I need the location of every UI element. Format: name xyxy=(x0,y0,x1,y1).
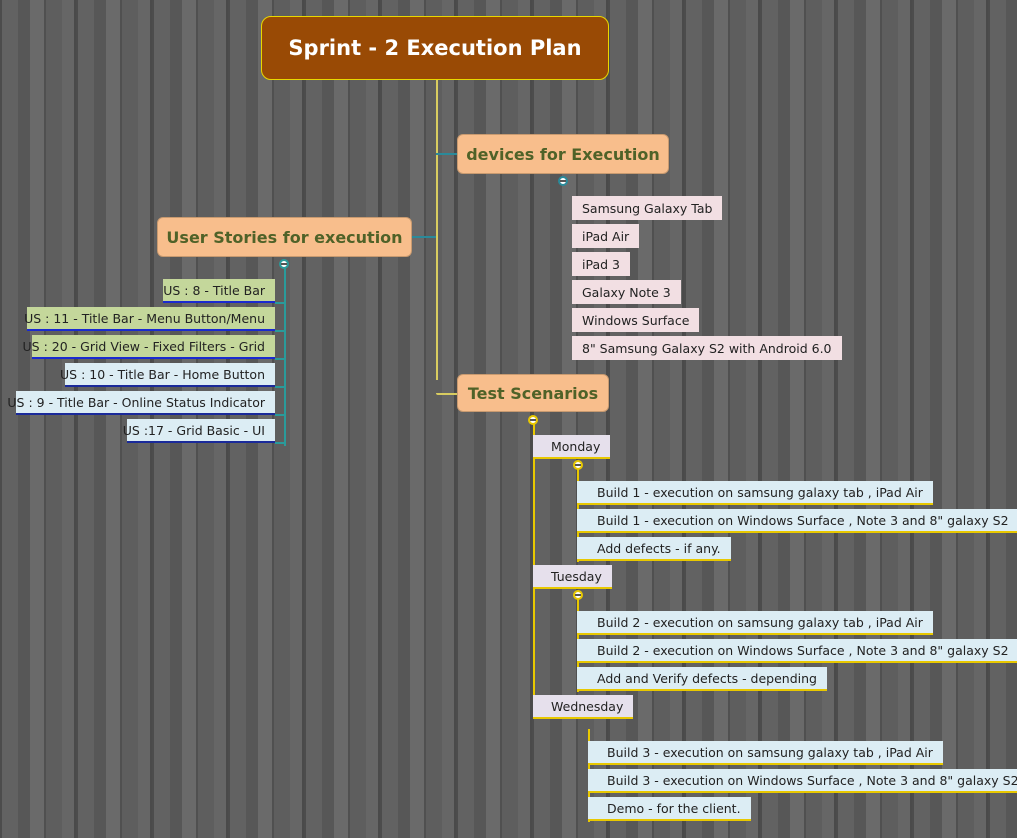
root-topic[interactable]: Sprint - 2 Execution Plan xyxy=(261,16,609,80)
task-item[interactable]: Add and Verify defects - depending xyxy=(577,667,827,691)
collapse-icon[interactable] xyxy=(279,259,289,269)
day-monday[interactable]: Monday xyxy=(533,435,611,459)
user-stories-title: User Stories for execution xyxy=(166,227,403,247)
test-scenarios-topic[interactable]: Test Scenarios xyxy=(457,374,609,412)
device-item[interactable]: 8" Samsung Galaxy S2 with Android 6.0 xyxy=(572,336,842,360)
task-item[interactable]: Demo - for the client. xyxy=(588,797,751,821)
root-spine xyxy=(436,80,438,380)
task-item[interactable]: Build 3 - execution on Windows Surface ,… xyxy=(588,769,1017,793)
connector-devices xyxy=(436,153,457,155)
user-story-item[interactable]: US : 9 - Title Bar - Online Status Indic… xyxy=(7,391,275,415)
devices-topic[interactable]: devices for Execution xyxy=(457,134,669,174)
user-stories-topic[interactable]: User Stories for execution xyxy=(157,217,412,257)
day-wednesday[interactable]: Wednesday xyxy=(533,695,634,719)
user-story-item[interactable]: US : 11 - Title Bar - Menu Button/Menu xyxy=(24,307,275,331)
collapse-icon[interactable] xyxy=(573,460,583,470)
root-title: Sprint - 2 Execution Plan xyxy=(288,36,582,60)
collapse-icon[interactable] xyxy=(528,415,538,425)
task-item[interactable]: Build 2 - execution on Windows Surface ,… xyxy=(577,639,1017,663)
devices-title: devices for Execution xyxy=(466,144,660,164)
task-item[interactable]: Build 2 - execution on samsung galaxy ta… xyxy=(577,611,933,635)
user-story-item[interactable]: US : 8 - Title Bar xyxy=(163,279,275,303)
device-item[interactable]: Windows Surface xyxy=(572,308,700,332)
day-tuesday[interactable]: Tuesday xyxy=(533,565,612,589)
device-item[interactable]: iPad Air xyxy=(572,224,640,248)
user-story-item[interactable]: US : 20 - Grid View - Fixed Filters - Gr… xyxy=(23,335,275,359)
user-story-item[interactable]: US :17 - Grid Basic - UI xyxy=(123,419,275,443)
task-item[interactable]: Build 3 - execution on samsung galaxy ta… xyxy=(588,741,943,765)
collapse-icon[interactable] xyxy=(558,176,568,186)
task-item[interactable]: Build 1 - execution on Windows Surface ,… xyxy=(577,509,1017,533)
device-item[interactable]: iPad 3 xyxy=(572,252,630,276)
device-item[interactable]: Samsung Galaxy Tab xyxy=(572,196,723,220)
device-item[interactable]: Galaxy Note 3 xyxy=(572,280,681,304)
task-item[interactable]: Add defects - if any. xyxy=(577,537,731,561)
connector-stories xyxy=(412,236,436,238)
connector-test xyxy=(436,393,457,395)
user-story-item[interactable]: US : 10 - Title Bar - Home Button xyxy=(60,363,275,387)
collapse-icon[interactable] xyxy=(573,590,583,600)
task-item[interactable]: Build 1 - execution on samsung galaxy ta… xyxy=(577,481,933,505)
test-scenarios-title: Test Scenarios xyxy=(467,383,599,403)
stories-spine xyxy=(284,268,286,446)
